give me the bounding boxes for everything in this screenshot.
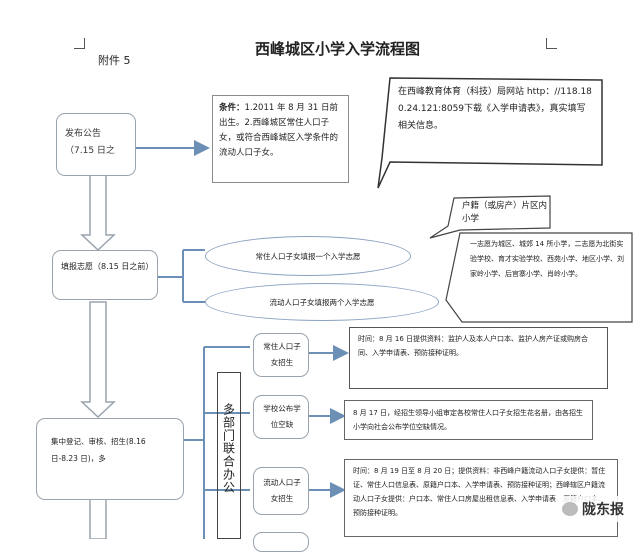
- category-extra-box: [253, 532, 309, 552]
- ellipse-resident: 常住人口子女填报一个入学志愿: [205, 236, 411, 276]
- attachment-label: 附件 5: [98, 54, 131, 67]
- ellipse-resident-text: 常住人口子女填报一个入学志愿: [255, 251, 361, 261]
- ellipse-floating-text: 流动人口子女填报两个入学志愿: [269, 297, 375, 307]
- category-resident-box: 常住人口子女招生: [253, 333, 309, 377]
- watermark: 陇东报: [556, 496, 630, 522]
- step-fill-text: 填报志愿（8.15 日之前）: [61, 262, 154, 271]
- watermark-text: 陇东报: [582, 502, 624, 518]
- website-callout-text: 在西峰教育体育（科技）局网站 http：//118.180.24.121:805…: [398, 87, 592, 131]
- category-public-box: 学校公布学位空缺: [253, 395, 309, 439]
- detail-resident-text: 时间：8 月 16 日提供资料：监护人及本人户口本、监护人房产证或购房合同、入学…: [358, 335, 589, 357]
- down-arrow-icons: [80, 174, 116, 539]
- vertical-label-text: 多部门联合办公: [221, 403, 236, 494]
- category-resident-text: 常住人口子女招生: [263, 342, 301, 367]
- step-publish-box: 发布公告（7.15 日之: [56, 113, 136, 176]
- step-fill-box: 填报志愿（8.15 日之前）: [52, 250, 158, 300]
- category-floating-text: 流动人口子女招生: [263, 478, 301, 503]
- step-collect-text: 集中登记、审核、招生(8.16 日-8.23 日)，多: [51, 437, 146, 463]
- conditions-box: 条件：1.2011 年 8 月 31 日前出生。2.西峰城区常住人口子女，或符合…: [212, 95, 349, 183]
- page-title: 西峰城区小学入学流程图: [255, 40, 421, 58]
- vertical-label-box: 多部门联合办公: [217, 372, 241, 539]
- detail-public-box: 8 月 17 日，经招生领导小组审定各校常住人口子女招生花名册，由各招生小学向社…: [344, 400, 593, 440]
- detail-public-text: 8 月 17 日，经招生领导小组审定各校常住人口子女招生花名册，由各招生小学向社…: [353, 409, 584, 431]
- conditions-text: 1.2011 年 8 月 31 日前出生。2.西峰城区常住人口子女，或符合西峰城…: [219, 103, 339, 158]
- hukou-callout-text: 户籍（或房产）片区内小学: [462, 201, 548, 224]
- detail-floating-text: 时间：8 月 19 日至 8 月 20 日；提供资料：非西峰户籍流动人口子女提供…: [353, 467, 606, 517]
- flow-connectors: [136, 77, 633, 539]
- ellipse-floating: 流动人口子女填报两个入学志愿: [205, 283, 439, 321]
- conditions-label: 条件：: [219, 103, 245, 113]
- category-public-text: 学校公布学位空缺: [263, 404, 301, 429]
- wechat-logo-icon: [562, 502, 578, 516]
- category-floating-box: 流动人口子女招生: [253, 467, 309, 515]
- corner-mark-right: [546, 38, 557, 49]
- website-callout-shape: [377, 77, 603, 189]
- step-publish-text: 发布公告（7.15 日之: [65, 129, 115, 156]
- corner-mark-left: [74, 38, 85, 49]
- schools-callout-text: 一志愿为城区、城郊 14 所小学，二志愿为北街实验学校、育才实验学校、西苑小学、…: [470, 240, 624, 278]
- detail-resident-box: 时间：8 月 16 日提供资料：监护人及本人户口本、监护人房产证或购房合同、入学…: [349, 327, 608, 389]
- step-collect-box: 集中登记、审核、招生(8.16 日-8.23 日)，多: [36, 418, 184, 500]
